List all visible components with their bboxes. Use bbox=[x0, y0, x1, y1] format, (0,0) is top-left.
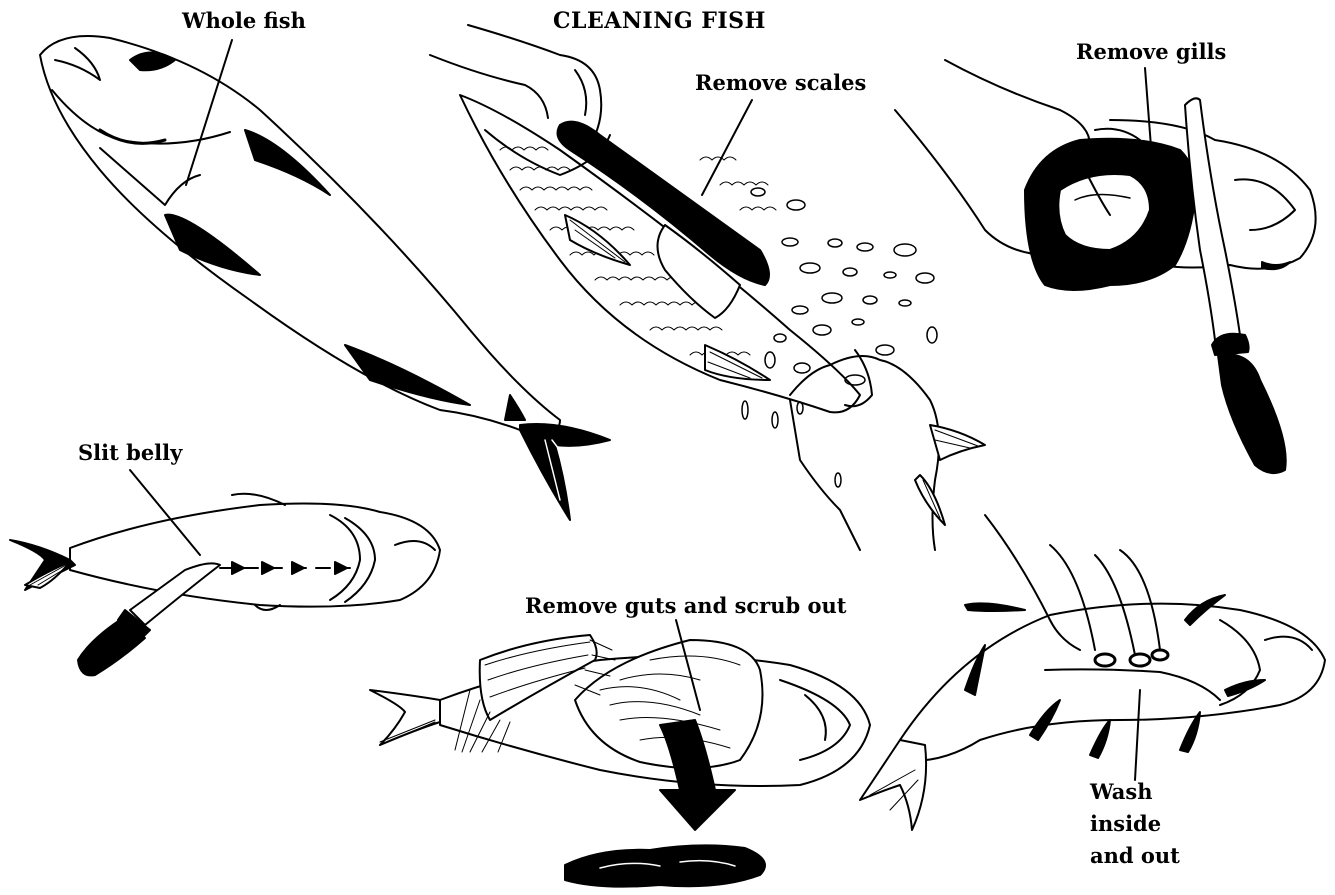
label-wash-line-3: and out bbox=[1090, 840, 1180, 872]
remove-gills-illustration bbox=[895, 60, 1316, 473]
remove-scales-pointer bbox=[702, 100, 752, 195]
label-remove-guts: Remove guts and scrub out bbox=[525, 595, 846, 616]
label-slit-belly: Slit belly bbox=[78, 442, 182, 463]
slit-belly-illustration bbox=[10, 494, 440, 676]
label-wash-line-1: Wash bbox=[1090, 776, 1180, 808]
label-wash: Wash inside and out bbox=[1090, 776, 1180, 872]
diagram-title: CLEANING FISH bbox=[553, 10, 766, 32]
label-remove-gills: Remove gills bbox=[1076, 41, 1226, 62]
label-wash-line-2: inside bbox=[1090, 808, 1180, 840]
label-whole-fish: Whole fish bbox=[182, 10, 306, 31]
label-remove-scales: Remove scales bbox=[695, 72, 866, 93]
remove-guts-illustration bbox=[370, 635, 870, 887]
remove-scales-illustration bbox=[430, 25, 985, 550]
